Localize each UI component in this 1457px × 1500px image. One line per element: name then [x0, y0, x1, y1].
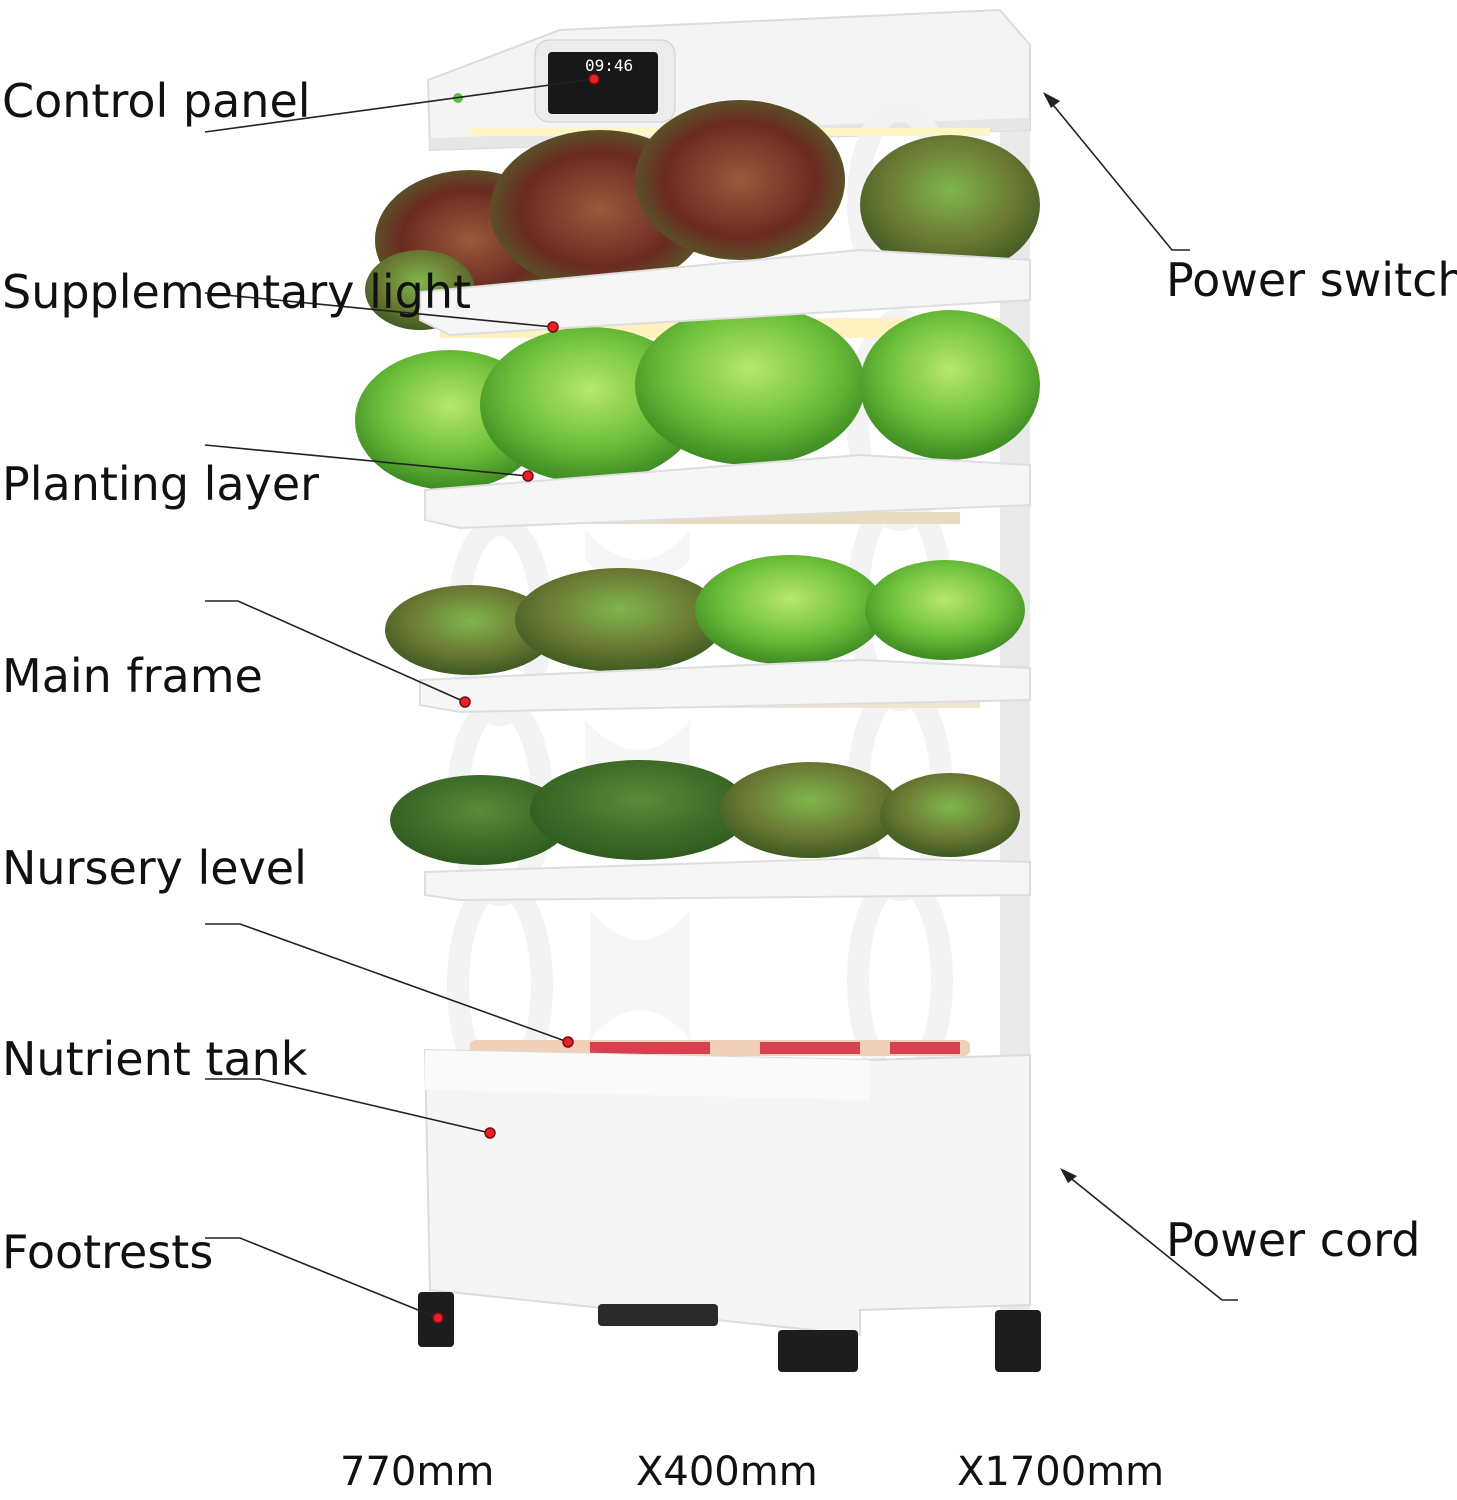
marker-control-panel [588, 73, 600, 85]
dimension-height: X1700mm [957, 1449, 1165, 1495]
marker-planting-layer [522, 470, 534, 482]
label-nursery-level: Nursery level [2, 841, 307, 895]
marker-footrests [432, 1312, 444, 1324]
display-time: 09:46 [585, 56, 634, 75]
label-planting-layer: Planting layer [2, 457, 320, 511]
marker-nursery-level [562, 1036, 574, 1048]
marker-supplementary-light [547, 321, 559, 333]
lettuce-tier-1 [365, 100, 1040, 330]
label-power-cord: Power cord [1166, 1213, 1421, 1267]
planting-trays [419, 248, 1031, 902]
nutrient-tank [423, 1048, 1031, 1337]
marker-nutrient-tank [484, 1127, 496, 1139]
label-footrests: Footrests [2, 1225, 214, 1279]
dimension-depth: X400mm [636, 1449, 818, 1495]
lettuce-tier-4 [390, 760, 1020, 865]
label-nutrient-tank: Nutrient tank [2, 1032, 308, 1086]
seedlings-strip [470, 1040, 970, 1056]
label-power-switch: Power switch [1166, 253, 1457, 307]
marker-main-frame [459, 696, 471, 708]
label-control-panel: Control panel [2, 74, 311, 128]
lettuce-tier-2 [355, 305, 1040, 490]
control-panel-display [453, 39, 676, 123]
leader-lines [204, 78, 1238, 1319]
callout-markers [432, 73, 600, 1324]
label-main-frame: Main frame [2, 649, 263, 703]
lettuce-tier-3 [385, 555, 1025, 675]
label-supplementary-light: Supplementary light [2, 265, 472, 319]
dimension-width: 770mm [340, 1449, 495, 1495]
arrow-heads [1043, 92, 1077, 1183]
footrests [418, 1292, 1041, 1372]
